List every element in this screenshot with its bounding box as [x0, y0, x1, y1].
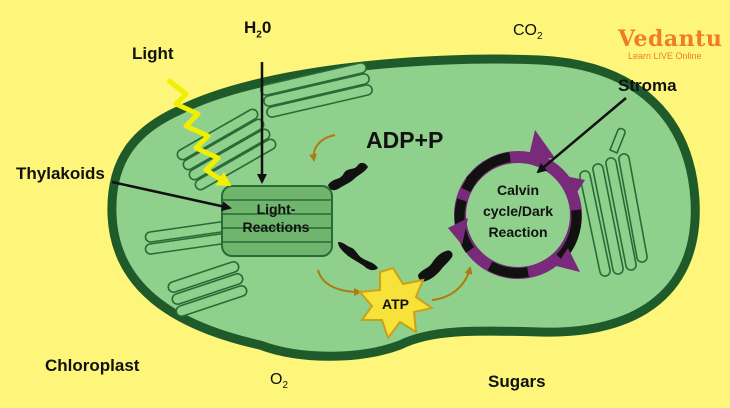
- cycle-arrowhead-bottom: [556, 248, 580, 272]
- label-o2: O2: [270, 371, 289, 392]
- arrow-thylakoids: [111, 180, 232, 212]
- label-adp: ADP+P: [366, 127, 444, 153]
- calvin-cycle-ring: [448, 130, 585, 279]
- arrow-stroma: [536, 97, 627, 174]
- label-thylakoids: Thylakoids: [16, 164, 105, 183]
- cycle-arrowhead-left: [448, 218, 468, 245]
- label-calvin-cycle: Calvin cycle/Dark Reaction: [482, 182, 554, 240]
- molecule-cycle-left: [466, 164, 488, 181]
- label-atp: ATP: [382, 296, 409, 312]
- molecule-lower-left: [338, 242, 378, 271]
- arrow-from-atp: [431, 266, 473, 301]
- molecule-lower-right: [418, 250, 453, 282]
- label-stroma: Stroma: [618, 76, 677, 95]
- cycle-arrowhead-top: [528, 130, 555, 160]
- label-co2: CO2: [513, 22, 543, 43]
- molecule-adp-left: [328, 162, 368, 191]
- thylakoid-stack-right: [579, 127, 648, 277]
- arrow-to-atp: [317, 269, 362, 296]
- light-reactions-block: [221, 185, 333, 257]
- label-chloroplast: Chloroplast: [45, 356, 140, 375]
- thylakoid-stack-lower-left: [167, 260, 248, 318]
- atp-star: [357, 266, 435, 341]
- brand-tagline: Learn LIVE Online: [628, 51, 702, 61]
- arrow-adp-curve: [309, 134, 336, 162]
- label-h2o: H20: [244, 18, 272, 41]
- brand-logo: Vedantu Learn LIVE Online: [618, 28, 722, 62]
- light-ray: [166, 78, 232, 187]
- cycle-arrowhead-right: [560, 175, 585, 200]
- label-light-reactions: Light- Reactions: [242, 201, 310, 235]
- label-light: Light: [132, 44, 174, 63]
- brand-name: Vedantu: [618, 26, 723, 52]
- label-sugars: Sugars: [488, 372, 546, 391]
